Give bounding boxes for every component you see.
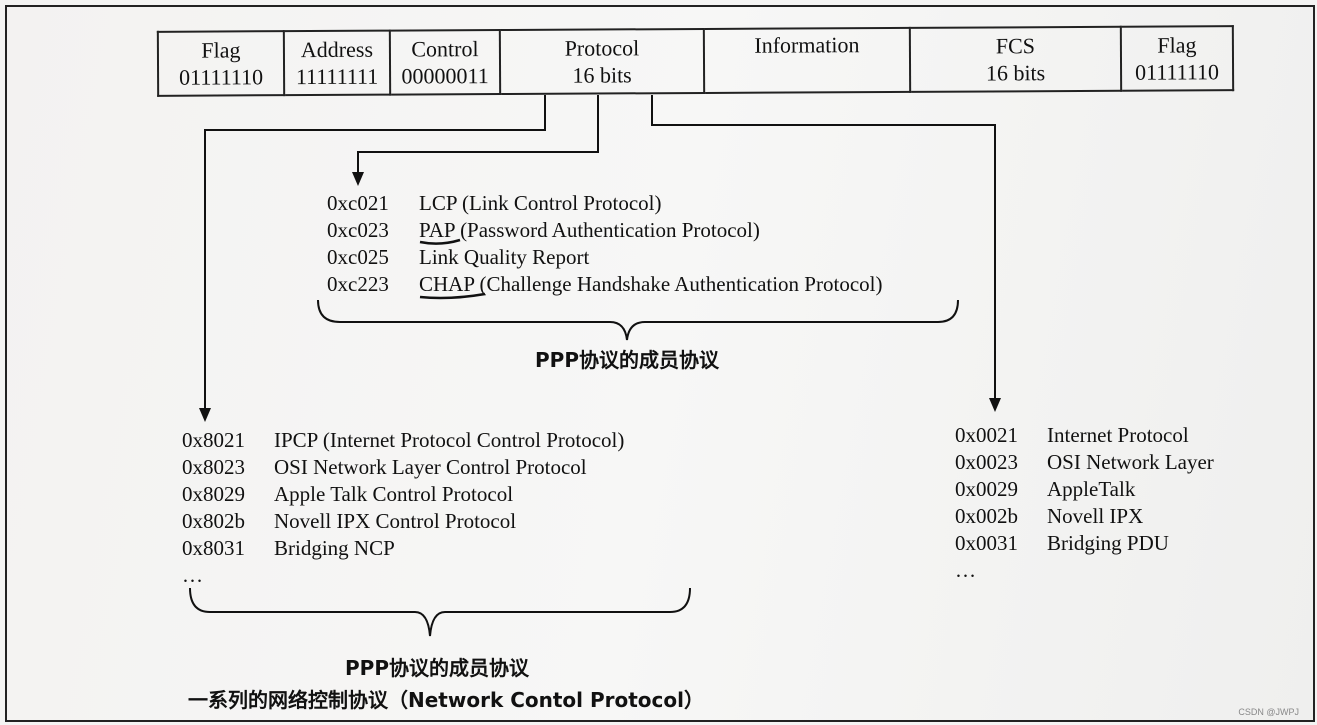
list-ellipsis: …	[182, 563, 203, 587]
ncp-caption-1: PPP协议的成员协议	[345, 656, 529, 680]
arrow-to-lcp	[357, 95, 599, 176]
pap-underline	[419, 238, 461, 245]
brace-ncp	[189, 587, 691, 637]
lcp-caption: PPP协议的成员协议	[535, 348, 719, 372]
arrowhead-network	[989, 398, 1001, 412]
watermark: CSDN @JWPJ	[1238, 707, 1299, 717]
arrowhead-ncp	[199, 408, 211, 422]
arrowhead-lcp	[352, 172, 364, 186]
arrow-to-ncp	[204, 95, 546, 410]
list-ellipsis: …	[955, 558, 976, 582]
brace-lcp	[317, 299, 959, 341]
chap-underline	[419, 292, 486, 300]
arrow-to-network	[651, 95, 996, 405]
ncp-caption-2: 一系列的网络控制协议（Network Contol Protocol）	[188, 688, 704, 712]
